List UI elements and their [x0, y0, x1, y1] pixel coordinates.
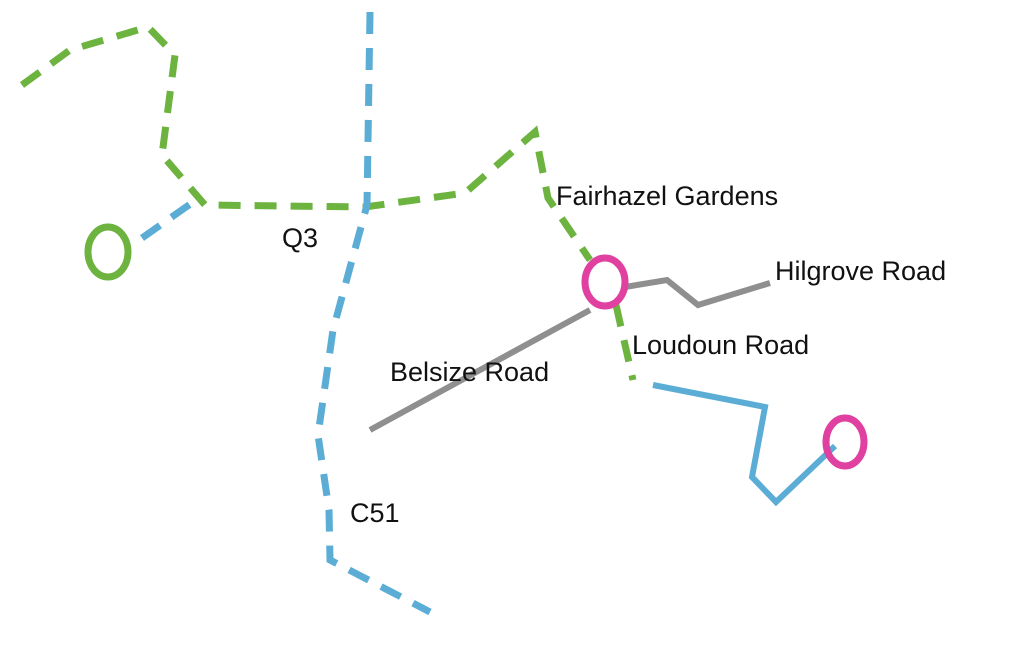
label-loudoun-road: Loudoun Road — [632, 330, 809, 360]
junction-stop-icon[interactable] — [581, 254, 629, 310]
belsize-road-line[interactable] — [368, 307, 592, 433]
route-loudoun-road-line[interactable] — [612, 304, 637, 381]
end-stop-icon[interactable] — [822, 414, 868, 470]
label-hilgrove-road: Hilgrove Road — [775, 256, 946, 286]
route-c51-line[interactable] — [314, 11, 432, 616]
blue-solid-route[interactable] — [652, 382, 838, 507]
label-q3: Q3 — [282, 223, 318, 253]
label-fairhazel-gardens: Fairhazel Gardens — [556, 181, 778, 211]
route-c51-spur[interactable] — [139, 197, 199, 241]
label-belsize-road: Belsize Road — [390, 357, 549, 387]
green-stop-icon[interactable] — [84, 223, 132, 281]
route-q3-line[interactable] — [19, 23, 593, 262]
label-c51: C51 — [350, 498, 400, 528]
hilgrove-road-line[interactable] — [624, 276, 771, 309]
